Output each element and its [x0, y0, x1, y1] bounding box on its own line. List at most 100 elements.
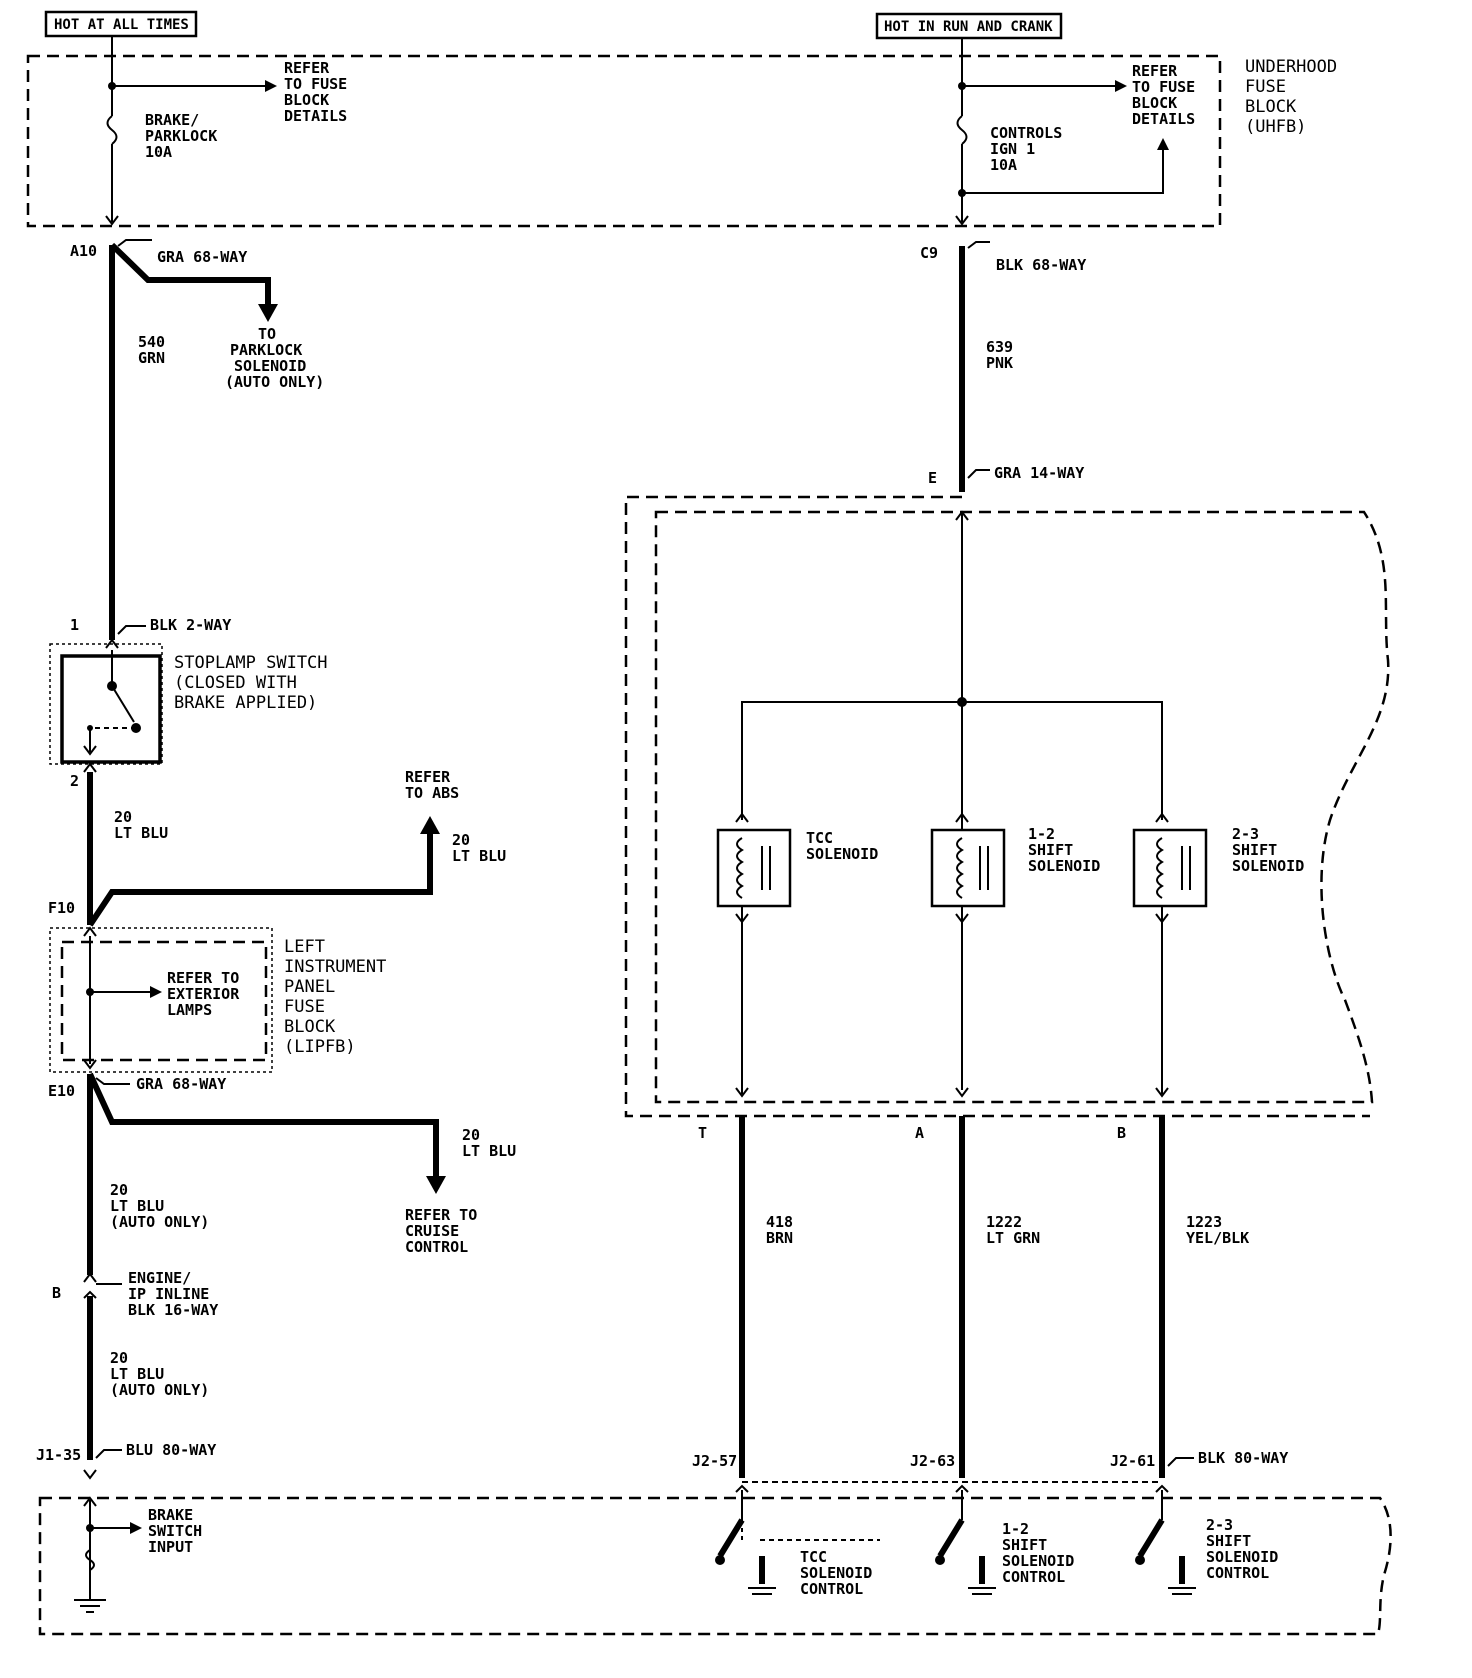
tcc-solenoid: TCC SOLENOID [716, 812, 878, 1098]
svg-text:INPUT: INPUT [148, 1538, 193, 1556]
connector-f10: F10 [48, 899, 75, 917]
svg-text:20: 20 [110, 1349, 128, 1367]
brake-parklock-fuse: REFER TO FUSE BLOCK DETAILS BRAKE/ PARKL… [105, 56, 347, 226]
svg-text:UNDERHOOD: UNDERHOOD [1245, 57, 1337, 77]
svg-text:DETAILS: DETAILS [284, 107, 347, 125]
connector-c9: C9 BLK 68-WAY [920, 241, 1086, 274]
svg-text:E10: E10 [48, 1082, 75, 1100]
left-ip-fuse-block: REFER TO EXTERIOR LAMPS LEFT INSTRUMENT … [49, 926, 386, 1073]
label-wire-20a: 20 LT BLU [114, 808, 168, 842]
svg-text:DETAILS: DETAILS [1132, 110, 1195, 128]
svg-text:B: B [52, 1284, 61, 1302]
svg-text:BRAKE/: BRAKE/ [145, 111, 199, 129]
connector-j2: J2-57 J2-63 J2-61 BLK 80-WAY [692, 1449, 1288, 1470]
svg-text:TO FUSE: TO FUSE [284, 75, 347, 93]
svg-text:BRAKE APPLIED): BRAKE APPLIED) [174, 693, 317, 713]
wire-cruise-branch [87, 1072, 439, 1178]
pcm-2-3-driver: 2-3 SHIFT SOLENOID CONTROL [1135, 1484, 1278, 1595]
pcm-brake-input: BRAKE SWITCH INPUT [74, 1496, 202, 1613]
label-wire-1223: 1223 YEL/BLK [1186, 1213, 1249, 1247]
svg-text:LT BLU: LT BLU [114, 824, 168, 842]
svg-text:STOPLAMP SWITCH: STOPLAMP SWITCH [174, 653, 328, 673]
svg-text:CONTROL: CONTROL [1002, 1568, 1065, 1586]
wire-abs-branch [87, 832, 433, 927]
svg-text:HOT IN RUN AND CRANK: HOT IN RUN AND CRANK [884, 19, 1053, 35]
label-refer-abs: REFER TO ABS [405, 768, 459, 802]
svg-text:LT GRN: LT GRN [986, 1229, 1040, 1247]
connector-j1-35: J1-35 BLU 80-WAY [36, 1441, 216, 1480]
svg-text:LT BLU: LT BLU [110, 1197, 164, 1215]
svg-text:SOLENOID: SOLENOID [1206, 1548, 1278, 1566]
svg-text:CRUISE: CRUISE [405, 1222, 459, 1240]
svg-text:SHIFT: SHIFT [1232, 841, 1277, 859]
connector-pin-1: 1 BLK 2-WAY [70, 616, 231, 635]
svg-text:C9: C9 [920, 244, 938, 262]
connector-a10: A10 GRA 68-WAY [70, 239, 247, 266]
svg-text:CONTROLS: CONTROLS [990, 124, 1062, 142]
pcm-block: BRAKE SWITCH INPUT TCC SOLENOID CONTROL [38, 1484, 1392, 1636]
svg-text:SHIFT: SHIFT [1002, 1536, 1047, 1554]
shift-solenoid-2-3: 2-3 SHIFT SOLENOID [1132, 812, 1304, 1098]
svg-text:BLK 68-WAY: BLK 68-WAY [996, 256, 1086, 274]
connector-a: A [915, 1124, 924, 1142]
svg-text:(UHFB): (UHFB) [1245, 117, 1306, 137]
pcm-tcc-driver: TCC SOLENOID CONTROL [715, 1484, 880, 1598]
svg-text:SHIFT: SHIFT [1206, 1532, 1251, 1550]
connector-t: T [698, 1124, 707, 1142]
svg-text:(AUTO ONLY): (AUTO ONLY) [225, 373, 324, 391]
svg-text:BLOCK: BLOCK [1132, 94, 1177, 112]
svg-text:PNK: PNK [986, 354, 1013, 372]
svg-text:SWITCH: SWITCH [148, 1522, 202, 1540]
svg-text:PARKLOCK: PARKLOCK [230, 341, 302, 359]
svg-text:LAMPS: LAMPS [167, 1001, 212, 1019]
svg-text:J2-63: J2-63 [910, 1452, 955, 1470]
svg-text:GRA 14-WAY: GRA 14-WAY [994, 464, 1084, 482]
svg-text:LT BLU: LT BLU [110, 1365, 164, 1383]
svg-text:BLK 2-WAY: BLK 2-WAY [150, 616, 231, 634]
svg-text:REFER TO: REFER TO [167, 969, 239, 987]
svg-text:(AUTO ONLY): (AUTO ONLY) [110, 1213, 209, 1231]
svg-text:1222: 1222 [986, 1213, 1022, 1231]
svg-text:HOT AT ALL TIMES: HOT AT ALL TIMES [54, 17, 189, 33]
svg-text:BRN: BRN [766, 1229, 793, 1247]
svg-text:10A: 10A [990, 156, 1017, 174]
connector-e: E GRA 14-WAY [928, 464, 1084, 487]
svg-text:GRA 68-WAY: GRA 68-WAY [136, 1075, 226, 1093]
svg-text:(AUTO ONLY): (AUTO ONLY) [110, 1381, 209, 1399]
controls-ign-fuse: REFER TO FUSE BLOCK DETAILS CONTROLS IGN… [955, 56, 1195, 226]
svg-text:CONTROL: CONTROL [1206, 1564, 1269, 1582]
svg-text:EXTERIOR: EXTERIOR [167, 985, 240, 1003]
label-refer-cruise: REFER TO CRUISE CONTROL [405, 1206, 477, 1256]
svg-text:FUSE: FUSE [284, 997, 325, 1017]
svg-text:TO: TO [258, 325, 276, 343]
svg-text:SHIFT: SHIFT [1028, 841, 1073, 859]
label-wire-639: 639 PNK [986, 338, 1013, 372]
svg-text:BLK 80-WAY: BLK 80-WAY [1198, 1449, 1288, 1467]
svg-text:10A: 10A [145, 143, 172, 161]
svg-text:20: 20 [452, 831, 470, 849]
label-wire-20b: 20 LT BLU [452, 831, 506, 865]
wire-parklock-branch [109, 242, 271, 306]
svg-text:TCC: TCC [806, 829, 833, 847]
svg-text:BLU 80-WAY: BLU 80-WAY [126, 1441, 216, 1459]
svg-text:CONTROL: CONTROL [800, 1580, 863, 1598]
svg-text:IP INLINE: IP INLINE [128, 1285, 209, 1303]
svg-text:639: 639 [986, 338, 1013, 356]
svg-text:LT BLU: LT BLU [462, 1142, 516, 1160]
svg-text:(LIPFB): (LIPFB) [284, 1037, 356, 1057]
svg-text:TO ABS: TO ABS [405, 784, 459, 802]
svg-text:TO FUSE: TO FUSE [1132, 78, 1195, 96]
svg-text:REFER: REFER [284, 59, 330, 77]
svg-text:SOLENOID: SOLENOID [234, 357, 306, 375]
label-wire-20c: 20 LT BLU [462, 1126, 516, 1160]
svg-text:20: 20 [462, 1126, 480, 1144]
svg-text:1223: 1223 [1186, 1213, 1222, 1231]
shift-solenoid-1-2: 1-2 SHIFT SOLENOID [930, 812, 1100, 1098]
svg-text:SOLENOID: SOLENOID [1002, 1552, 1074, 1570]
stoplamp-switch: STOPLAMP SWITCH (CLOSED WITH BRAKE APPLI… [49, 638, 328, 765]
connector-e10: E10 GRA 68-WAY [48, 1075, 226, 1100]
svg-text:INSTRUMENT: INSTRUMENT [284, 957, 386, 977]
svg-text:20: 20 [110, 1181, 128, 1199]
svg-text:LEFT: LEFT [284, 937, 325, 957]
svg-text:SOLENOID: SOLENOID [1232, 857, 1304, 875]
